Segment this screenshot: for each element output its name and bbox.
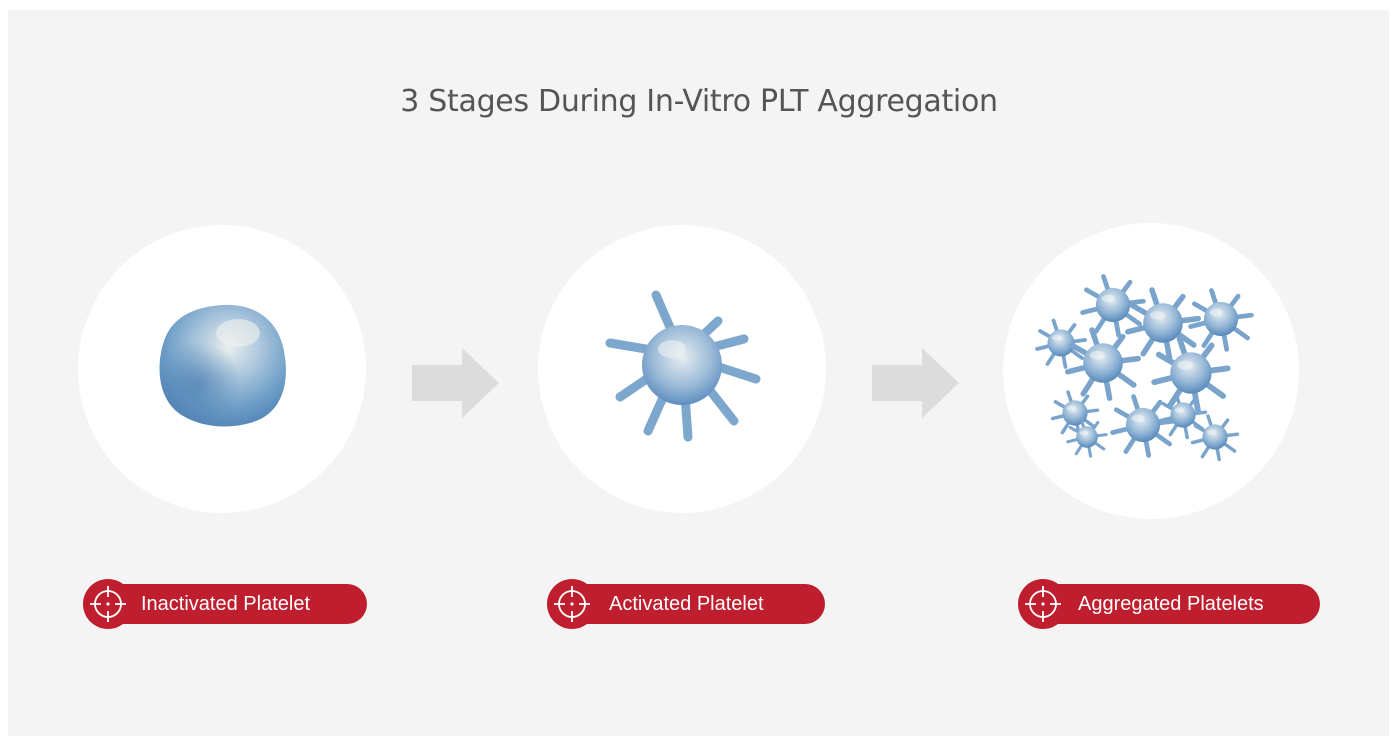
stage-3-label: Aggregated Platelets: [1018, 579, 1320, 629]
arrow-right-icon: [872, 348, 959, 418]
activated-platelet-image: [605, 290, 761, 442]
stage-2-circle: [538, 225, 826, 513]
aggregated-platelets-image: [1035, 223, 1299, 462]
stage-3-circle: [1003, 223, 1299, 519]
target-icon: [1018, 579, 1068, 629]
target-icon: [83, 579, 133, 629]
arrow-right-icon: [412, 348, 499, 418]
stage-1-label: Inactivated Platelet: [83, 579, 367, 629]
stage-3-label-text: Aggregated Platelets: [1078, 593, 1264, 615]
stage-2-label: Activated Platelet: [547, 579, 825, 629]
stage-1-circle: [78, 225, 366, 513]
inactivated-platelet-image: [159, 304, 286, 427]
diagram-title: 3 Stages During In-Vitro PLT Aggregation: [400, 84, 998, 119]
stage-1-label-text: Inactivated Platelet: [141, 593, 310, 615]
stage-2-label-text: Activated Platelet: [609, 593, 764, 615]
target-icon: [547, 579, 597, 629]
